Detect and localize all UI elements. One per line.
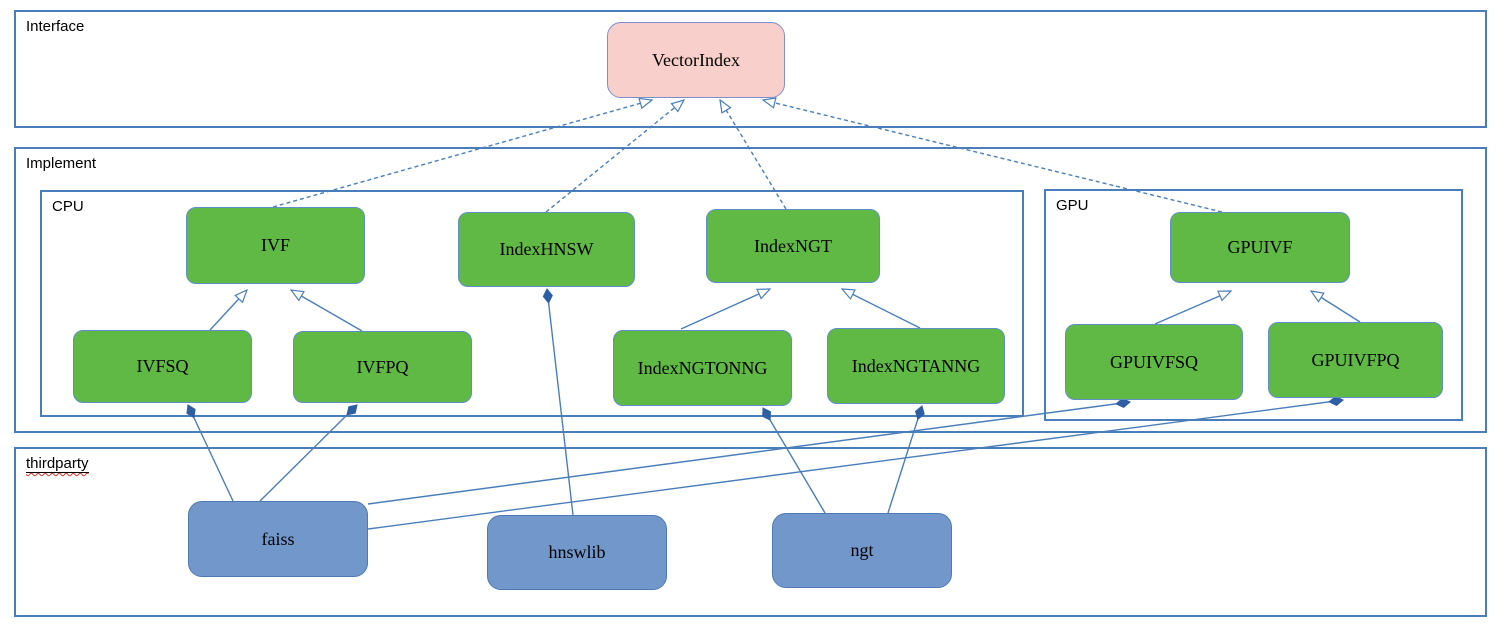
container-label-thirdparty: thirdparty: [26, 455, 89, 473]
interface-node-vectorindex[interactable]: VectorIndex: [607, 22, 785, 98]
container-label-cpu: CPU: [52, 198, 84, 215]
node-label-vectorindex: VectorIndex: [652, 49, 740, 70]
class-node-indexngtonng[interactable]: IndexNGTONNG: [613, 330, 792, 406]
lib-node-hnswlib[interactable]: hnswlib: [487, 515, 667, 590]
class-node-indexngtanng[interactable]: IndexNGTANNG: [827, 328, 1005, 404]
node-label-indexngtonng: IndexNGTONNG: [637, 357, 768, 378]
class-node-indexhnsw[interactable]: IndexHNSW: [458, 212, 635, 287]
class-node-ivfpq[interactable]: IVFPQ: [293, 331, 472, 403]
node-label-hnswlib: hnswlib: [548, 542, 606, 562]
class-node-gpuivfsq[interactable]: GPUIVFSQ: [1065, 324, 1243, 400]
class-node-gpuivf[interactable]: GPUIVF: [1170, 212, 1350, 283]
container-label-implement: Implement: [26, 155, 97, 172]
lib-node-ngt[interactable]: ngt: [772, 513, 952, 588]
node-label-indexngtanng: IndexNGTANNG: [851, 355, 981, 376]
node-label-gpuivfpq: GPUIVFPQ: [1311, 349, 1400, 370]
node-label-ivf: IVF: [260, 235, 290, 255]
node-label-ngt: ngt: [850, 540, 874, 560]
node-label-indexngt: IndexNGT: [754, 235, 832, 256]
class-node-gpuivfpq[interactable]: GPUIVFPQ: [1268, 322, 1443, 398]
class-node-ivf[interactable]: IVF: [186, 207, 365, 284]
node-label-gpuivfsq: GPUIVFSQ: [1109, 351, 1199, 372]
node-label-indexhnsw: IndexHNSW: [499, 239, 594, 259]
container-label-interface: Interface: [26, 18, 85, 35]
class-node-ivfsq[interactable]: IVFSQ: [73, 330, 252, 403]
container-label-gpu: GPU: [1056, 197, 1089, 214]
node-label-ivfsq: IVFSQ: [136, 356, 189, 376]
class-node-indexngt[interactable]: IndexNGT: [706, 209, 880, 283]
node-label-gpuivf: GPUIVF: [1227, 237, 1293, 257]
lib-node-faiss[interactable]: faiss: [188, 501, 368, 577]
node-label-ivfpq: IVFPQ: [356, 356, 409, 377]
node-label-faiss: faiss: [261, 528, 295, 549]
